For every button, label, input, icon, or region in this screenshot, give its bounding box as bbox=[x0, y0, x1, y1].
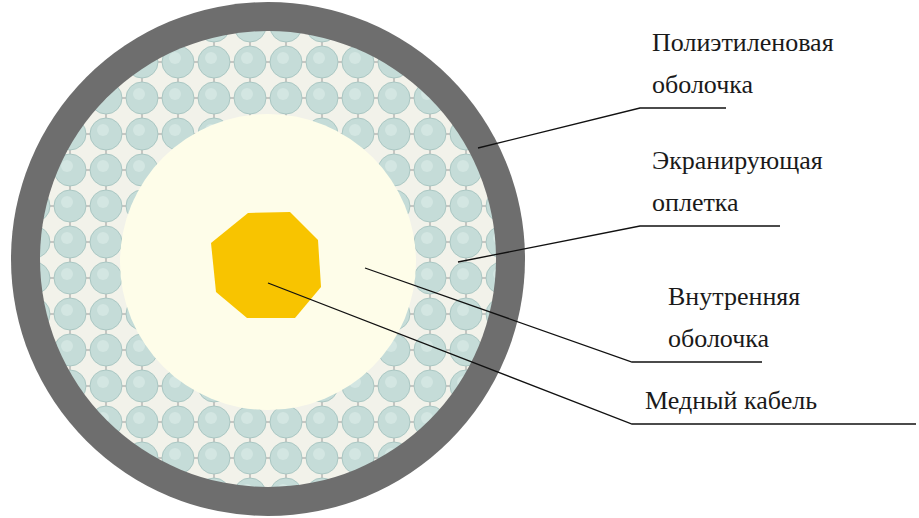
part-label: Экранирующая оплетка bbox=[652, 140, 862, 224]
part-label: Медный кабель bbox=[645, 380, 915, 422]
part-label: Полиэтиленовая оболочка bbox=[652, 22, 882, 106]
part-label: Внутренняя оболочка bbox=[668, 276, 868, 360]
copper-core bbox=[211, 212, 321, 318]
polyethylene-sheath bbox=[11, 2, 525, 516]
leader-line bbox=[458, 226, 780, 262]
inner-insulation bbox=[120, 114, 416, 410]
leader-line bbox=[478, 108, 726, 148]
leader-line bbox=[268, 283, 916, 424]
shield-braid bbox=[40, 31, 496, 487]
leaders-group bbox=[268, 108, 916, 424]
